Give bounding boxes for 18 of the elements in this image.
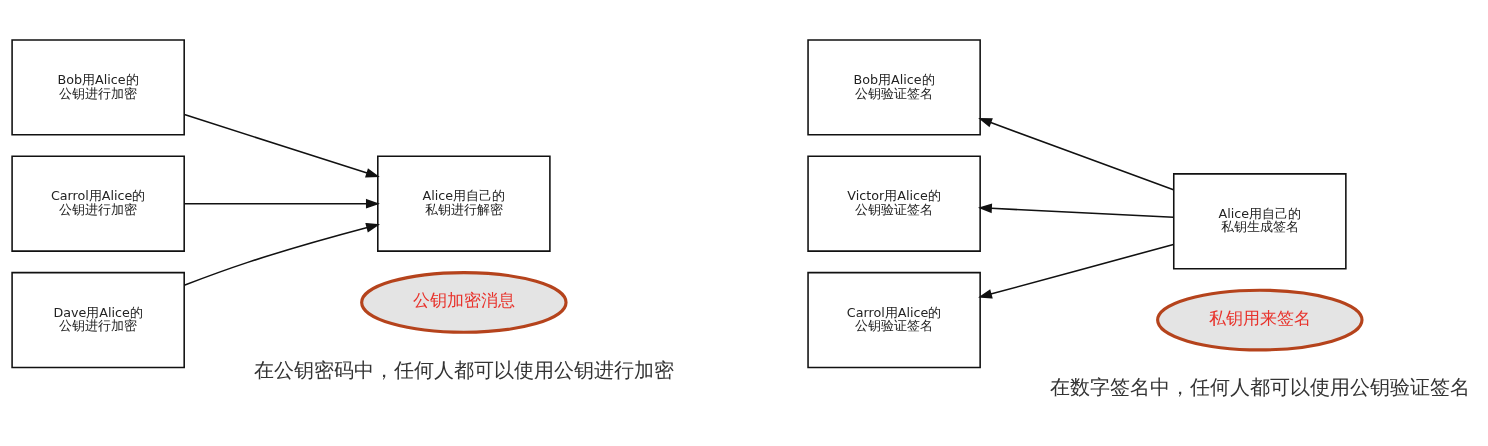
arrow	[183, 198, 380, 209]
node-box: Carrol用Alice的公钥进行加密	[11, 155, 185, 252]
label: 在公钥密码中，任何人都可以使用公钥进行加密	[253, 358, 674, 382]
node-box: Dave用Alice的公钥进行加密	[11, 271, 185, 368]
label: 在数字签名中，任何人都可以使用公钥验证签名	[1049, 375, 1470, 399]
node-box: Bob用Alice的公钥验证签名	[807, 38, 981, 136]
node-box: Carrol用Alice的公钥验证签名	[807, 271, 981, 368]
arrow	[183, 113, 380, 177]
node-ellipse: 私钥用来签名	[1156, 288, 1364, 351]
arrow	[978, 203, 1175, 218]
arrow	[978, 243, 1175, 299]
node-box: Victor用Alice的公钥验证签名	[807, 155, 981, 252]
node-box: Alice用自己的私钥生成签名	[1173, 172, 1347, 269]
arrow	[183, 222, 380, 286]
node-ellipse: 公钥加密消息	[360, 270, 568, 334]
node-box: Alice用自己的私钥进行解密	[377, 155, 551, 252]
node-box: Bob用Alice的公钥进行加密	[11, 38, 185, 136]
arrow	[978, 117, 1175, 191]
